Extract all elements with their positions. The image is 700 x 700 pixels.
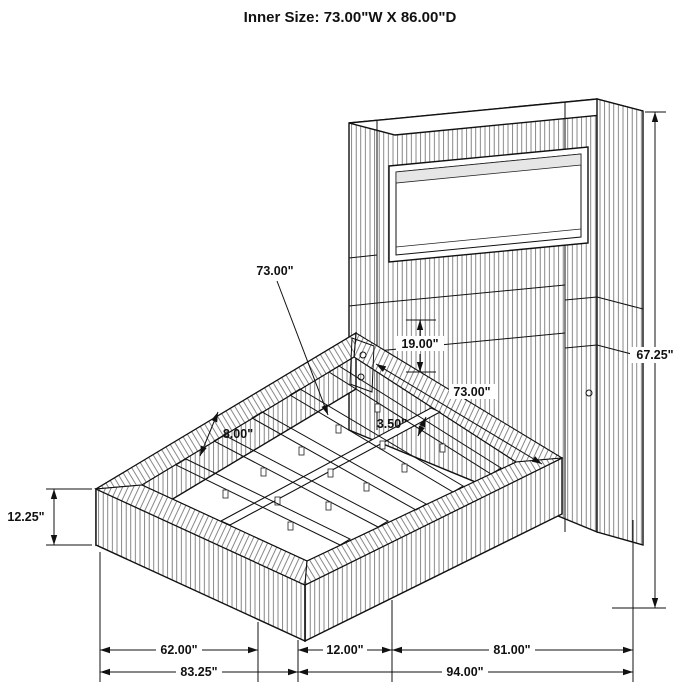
dim-label-slat-length: 73.00" [256, 264, 293, 278]
dimension-lines: 73.00" 19.00" 67.25" 73.00" [7, 111, 680, 682]
headboard-bolt-hole [585, 389, 593, 397]
dim-headboard-height: 67.25" [612, 111, 680, 609]
slat [251, 411, 427, 511]
dim-rail-width: 8.00" [199, 411, 253, 457]
dim-label-headboard-height: 67.25" [636, 348, 673, 362]
slat [212, 434, 390, 528]
headboard-side-face [596, 98, 644, 546]
dim-label-bottom-left-outer: 83.25" [180, 665, 217, 679]
led-light-strip [395, 153, 582, 184]
dim-label-rail-width: 8.00" [223, 427, 253, 441]
dim-panel-height: 19.00" [396, 319, 444, 373]
dim-label-bottom-middle: 12.00" [326, 643, 363, 657]
diagram-title: Inner Size: 73.00"W X 86.00"D [244, 9, 457, 26]
slat [174, 458, 352, 546]
bracket-bolt-hole [359, 351, 367, 359]
dim-label-panel-height: 19.00" [401, 337, 438, 351]
bracket-bolt-hole [357, 373, 365, 381]
dim-base-height: 12.25" [7, 488, 92, 546]
dim-label-bottom-right-inner: 81.00" [493, 643, 530, 657]
dim-label-slat-width: 3.50" [377, 417, 407, 431]
dim-label-inner-width: 73.00" [453, 385, 490, 399]
dim-inner-width: 73.00" [375, 363, 543, 465]
dim-slat-width: 3.50" [377, 416, 427, 437]
dim-slat-length: 73.00" [256, 264, 329, 416]
dim-bottom-tier1: 62.00" 12.00" 81.00" [100, 642, 633, 657]
dim-bottom-tier2: 83.25" 94.00" [100, 664, 633, 679]
dim-label-bottom-left-inner: 62.00" [160, 643, 197, 657]
recess-bottom-lip-line [395, 228, 582, 248]
rail-bracket [349, 337, 375, 393]
dim-label-base-height: 12.25" [7, 510, 44, 524]
dim-label-bottom-right-outer: 94.00" [446, 665, 483, 679]
